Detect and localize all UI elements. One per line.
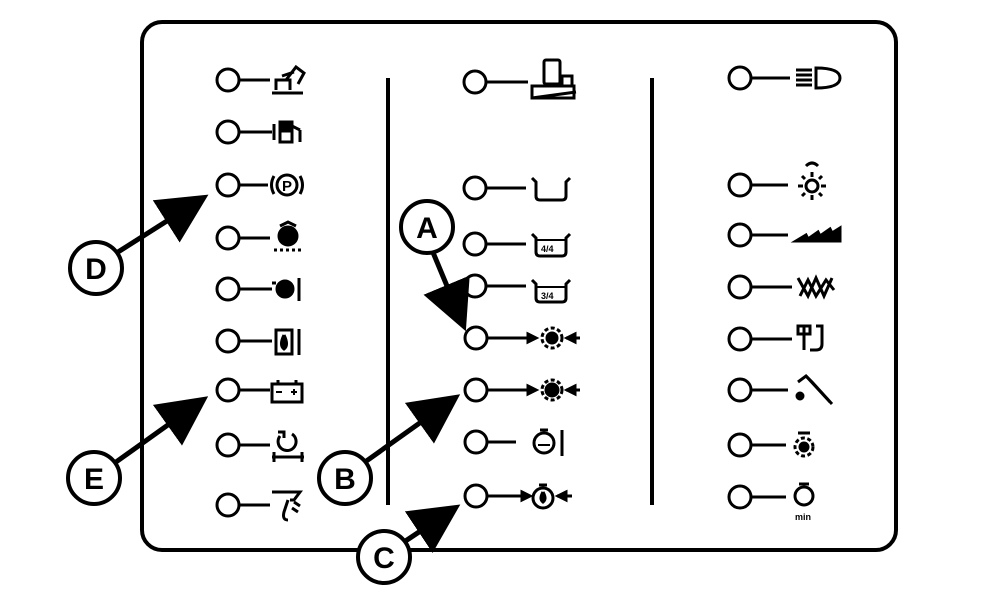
engine-minimum-label: min [795,512,811,522]
indicator-lamp [463,483,489,509]
indicator-lamp [215,67,241,93]
left-column: P [215,64,306,522]
indicator-lamp [462,273,488,299]
indicator-row [215,430,304,462]
indicator-row [727,431,815,458]
indicator-row [215,64,306,95]
indicator-row [215,490,303,522]
callout-b: B [317,394,461,506]
indicator-lamp [727,432,753,458]
indicator-lamp [727,222,753,248]
indicator-row [215,220,302,252]
indicator-row [727,373,834,406]
indicator-lamp [463,377,489,403]
indicator-row [727,65,842,91]
engine-minimum-icon [793,482,815,507]
rotating-beacon-icon [798,161,826,200]
boom-tool-icon [795,373,834,406]
bucket-three-quarter-icon [530,278,572,304]
indicator-row: P [215,172,304,198]
indicator-lamp [727,484,753,510]
indicator-row [462,175,572,202]
indicator-lamp [215,172,241,198]
indicator-lamp [462,69,488,95]
indicator-lamp [215,119,241,145]
callout-label: A [416,212,438,245]
indicator-lamp [462,175,488,201]
engine-oil-level-icon [532,428,564,456]
indicator-lamp [727,172,753,198]
indicator-lamp [727,65,753,91]
callout-d: D [68,194,209,296]
indicator-lamp [463,429,489,455]
indicator-lamp [215,377,241,403]
transmission-temperature-icon [272,278,301,301]
indicator-row [463,325,580,351]
indicator-row [463,377,580,403]
indicator-lamp [727,377,753,403]
indicator-lamp [215,432,241,458]
indicator-row [463,483,572,510]
callout-label: D [85,253,107,286]
bucket-level-label: 3/4 [541,291,554,301]
indicator-row [727,274,836,300]
indicator-row [727,222,842,248]
indicator-row [463,428,564,456]
lever-control-icon [796,324,824,352]
callout-c: C [356,504,461,585]
indicator-row [215,276,301,302]
indicator-lamp [215,328,241,354]
hand-pump-icon [272,490,303,522]
callouts: A B C D E [66,194,470,585]
indicator-row [215,119,302,145]
indicator-row [727,161,826,200]
callout-a: A [399,199,470,332]
indicator-row [727,324,824,352]
axle-chains-icon [796,274,836,300]
indicator-row [462,58,577,100]
indicator-lamp [727,326,753,352]
indicator-lamp [215,276,241,302]
right-column: min [727,65,842,522]
parking-brake-icon: P [270,173,304,197]
engine-oil-arrows-icon [520,483,572,510]
indicator-row: min [727,482,815,522]
headlight-beam-icon [796,66,842,90]
svg-text:P: P [282,178,292,195]
bucket-level-label: 4/4 [541,244,554,254]
indicator-row [215,377,304,404]
bucket-empty-icon [530,176,572,202]
indicator-lamp [215,225,241,251]
callout-label: C [373,542,395,575]
engine-gear-arrows-icon [526,326,580,350]
engine-gear-arrows-icon [526,378,580,402]
indicator-lamp [463,325,489,351]
callout-label: B [334,463,356,496]
ground-drive-icon [790,225,842,243]
callout-e: E [66,396,209,506]
middle-column: 4/4 3/4 [462,58,580,510]
axle-rotation-icon [272,430,304,462]
hydraulic-oil-temperature-icon [274,328,301,356]
bucket-full-icon [530,232,572,258]
transmission-warning-icon [274,220,302,252]
fuel-pump-icon [272,120,302,144]
excavator-bucket-icon [272,64,306,95]
operator-seat-icon [530,58,577,100]
indicator-row: 4/4 [462,231,572,258]
gear-service-icon [793,431,815,458]
battery-icon [270,380,304,404]
indicator-lamp [215,492,241,518]
callout-label: E [84,463,104,496]
indicator-lamp [727,274,753,300]
indicator-row [215,328,301,356]
indicator-lamp [462,231,488,257]
